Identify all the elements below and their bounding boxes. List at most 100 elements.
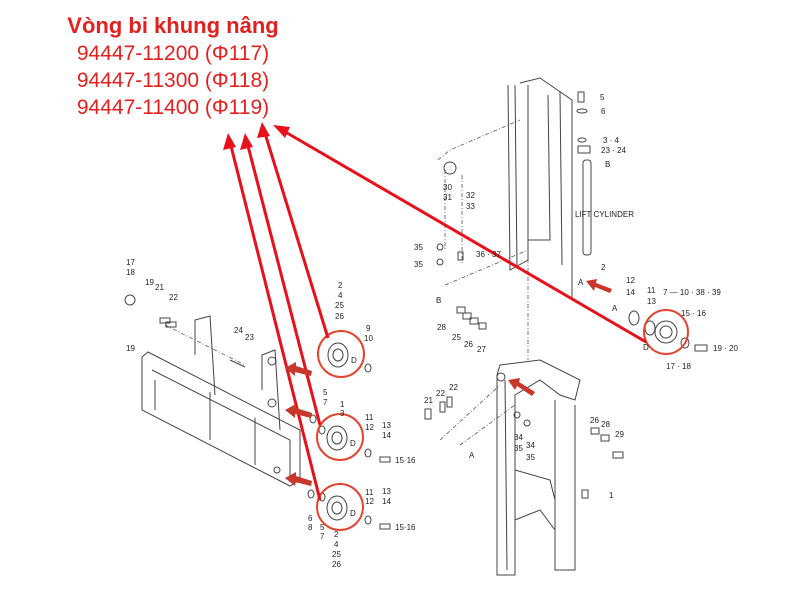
callout-label: 11 (365, 488, 374, 497)
bearing-ring-upper (317, 330, 365, 378)
callout-label: 13 (382, 421, 391, 430)
callout-label: 33 (466, 202, 475, 211)
callout-label: 26 (332, 560, 341, 569)
bearing-ring-lower (316, 483, 364, 531)
carriage-assembly (124, 294, 391, 530)
callout-label: 14 (382, 497, 391, 506)
callout-label: 30 (443, 183, 452, 192)
callout-label: 11 (647, 286, 656, 295)
callout-lines (223, 122, 647, 501)
callout-label: 6 (308, 514, 313, 523)
callout-label: 4 (334, 540, 339, 549)
callout-label: D (350, 439, 356, 448)
callout-label: B (605, 160, 610, 169)
carriage-callout-labels: 17 18 19 21 22 19 24 23 2 4 25 26 9 10 D… (126, 258, 416, 569)
callout-label: 11 (365, 413, 374, 422)
arrow-icon (285, 362, 312, 376)
callout-label: 22 (436, 389, 445, 398)
callout-label: 10 (364, 334, 373, 343)
callout-label: 9 (366, 324, 371, 333)
direction-arrows (285, 279, 612, 486)
arrow-icon (285, 472, 312, 486)
callout-label: 32 (466, 191, 475, 200)
callout-label: 7 (323, 398, 328, 407)
callout-label: 21 (424, 396, 433, 405)
callout-label: 3 (340, 409, 345, 418)
callout-label: 13 (382, 487, 391, 496)
part-number-119: 94447-11400 (Φ119) (76, 96, 270, 119)
callout-label: 15·16 (395, 523, 416, 532)
callout-label: D (351, 356, 357, 365)
callout-label: D (350, 509, 356, 518)
callout-label: A (469, 451, 475, 460)
callout-label: 25 (335, 301, 344, 310)
callout-label: 35 (514, 444, 523, 453)
arrow-icon (508, 378, 535, 396)
callout-label: 1 (340, 400, 345, 409)
callout-label: 6 (601, 107, 606, 116)
callout-label: 31 (443, 193, 452, 202)
callout-label: 21 (155, 283, 164, 292)
callout-label: 12 (365, 497, 374, 506)
arrow-icon (586, 279, 612, 293)
callout-label: 1 (609, 491, 614, 500)
callout-label: 2 (338, 281, 343, 290)
callout-label: 35 (414, 260, 423, 269)
callout-label: 34 (526, 441, 535, 450)
title-heading: Vòng bi khung nâng (67, 13, 279, 38)
callout-label: 34 (514, 433, 523, 442)
callout-label: A (578, 278, 584, 287)
callout-label: 13 (647, 297, 656, 306)
callout-label: 15·16 (395, 456, 416, 465)
callout-label: 17 · 18 (666, 362, 691, 371)
callout-label: B (436, 296, 441, 305)
mast-assembly (424, 77, 708, 576)
callout-label: 12 (365, 423, 374, 432)
callout-label: 18 (126, 268, 135, 277)
callout-label: 2 (601, 263, 606, 272)
callout-label: LIFT CYLINDER (575, 210, 634, 219)
callout-label: 26 (464, 340, 473, 349)
callout-label: 27 (477, 345, 486, 354)
callout-label: 23 · 24 (601, 146, 626, 155)
callout-label: 4 (338, 291, 343, 300)
callout-label: 2 (334, 530, 339, 539)
mast-callout-labels: 5 6 3 · 4 23 · 24 B 30 31 32 33 LIFT CYL… (414, 93, 738, 500)
callout-label: 28 (437, 323, 446, 332)
bearing-ring-mast (643, 309, 689, 355)
callout-label: 35 (526, 453, 535, 462)
bearing-ring-middle (316, 413, 364, 461)
callout-label: 12 (626, 276, 635, 285)
callout-label: 29 (615, 430, 624, 439)
highlight-rings (316, 309, 689, 531)
callout-label: 35 (414, 243, 423, 252)
callout-label: 14 (382, 431, 391, 440)
arrow-icon (285, 404, 312, 418)
callout-label: 7 (320, 532, 325, 541)
callout-label: 19 (145, 278, 154, 287)
bearing-title-block: Vòng bi khung nâng 94447-11200 (Φ117) 94… (58, 12, 288, 121)
callout-label: D (643, 343, 649, 352)
callout-label: 5 (320, 523, 325, 532)
callout-label: 22 (169, 293, 178, 302)
callout-label: A (612, 304, 618, 313)
callout-label: 26 (335, 312, 344, 321)
callout-label: 23 (245, 333, 254, 342)
callout-label: 7 — 10 · 38 · 39 (663, 288, 721, 297)
callout-label: 25 (452, 333, 461, 342)
callout-label: 24 (234, 326, 243, 335)
callout-label: 36 · 37 (476, 250, 501, 259)
callout-label: 14 (626, 288, 635, 297)
callout-label: 19 · 20 (713, 344, 738, 353)
part-number-117: 94447-11200 (Φ117) (76, 42, 270, 65)
callout-label: 3 · 4 (603, 136, 620, 145)
callout-label: 15 · 16 (681, 309, 706, 318)
callout-label: 5 (600, 93, 605, 102)
callout-label: 17 (126, 258, 135, 267)
callout-label: 25 (332, 550, 341, 559)
part-number-118: 94447-11300 (Φ118) (76, 69, 270, 92)
callout-label: 26 (590, 416, 599, 425)
callout-label: 5 (323, 388, 328, 397)
callout-label: 19 (126, 344, 135, 353)
